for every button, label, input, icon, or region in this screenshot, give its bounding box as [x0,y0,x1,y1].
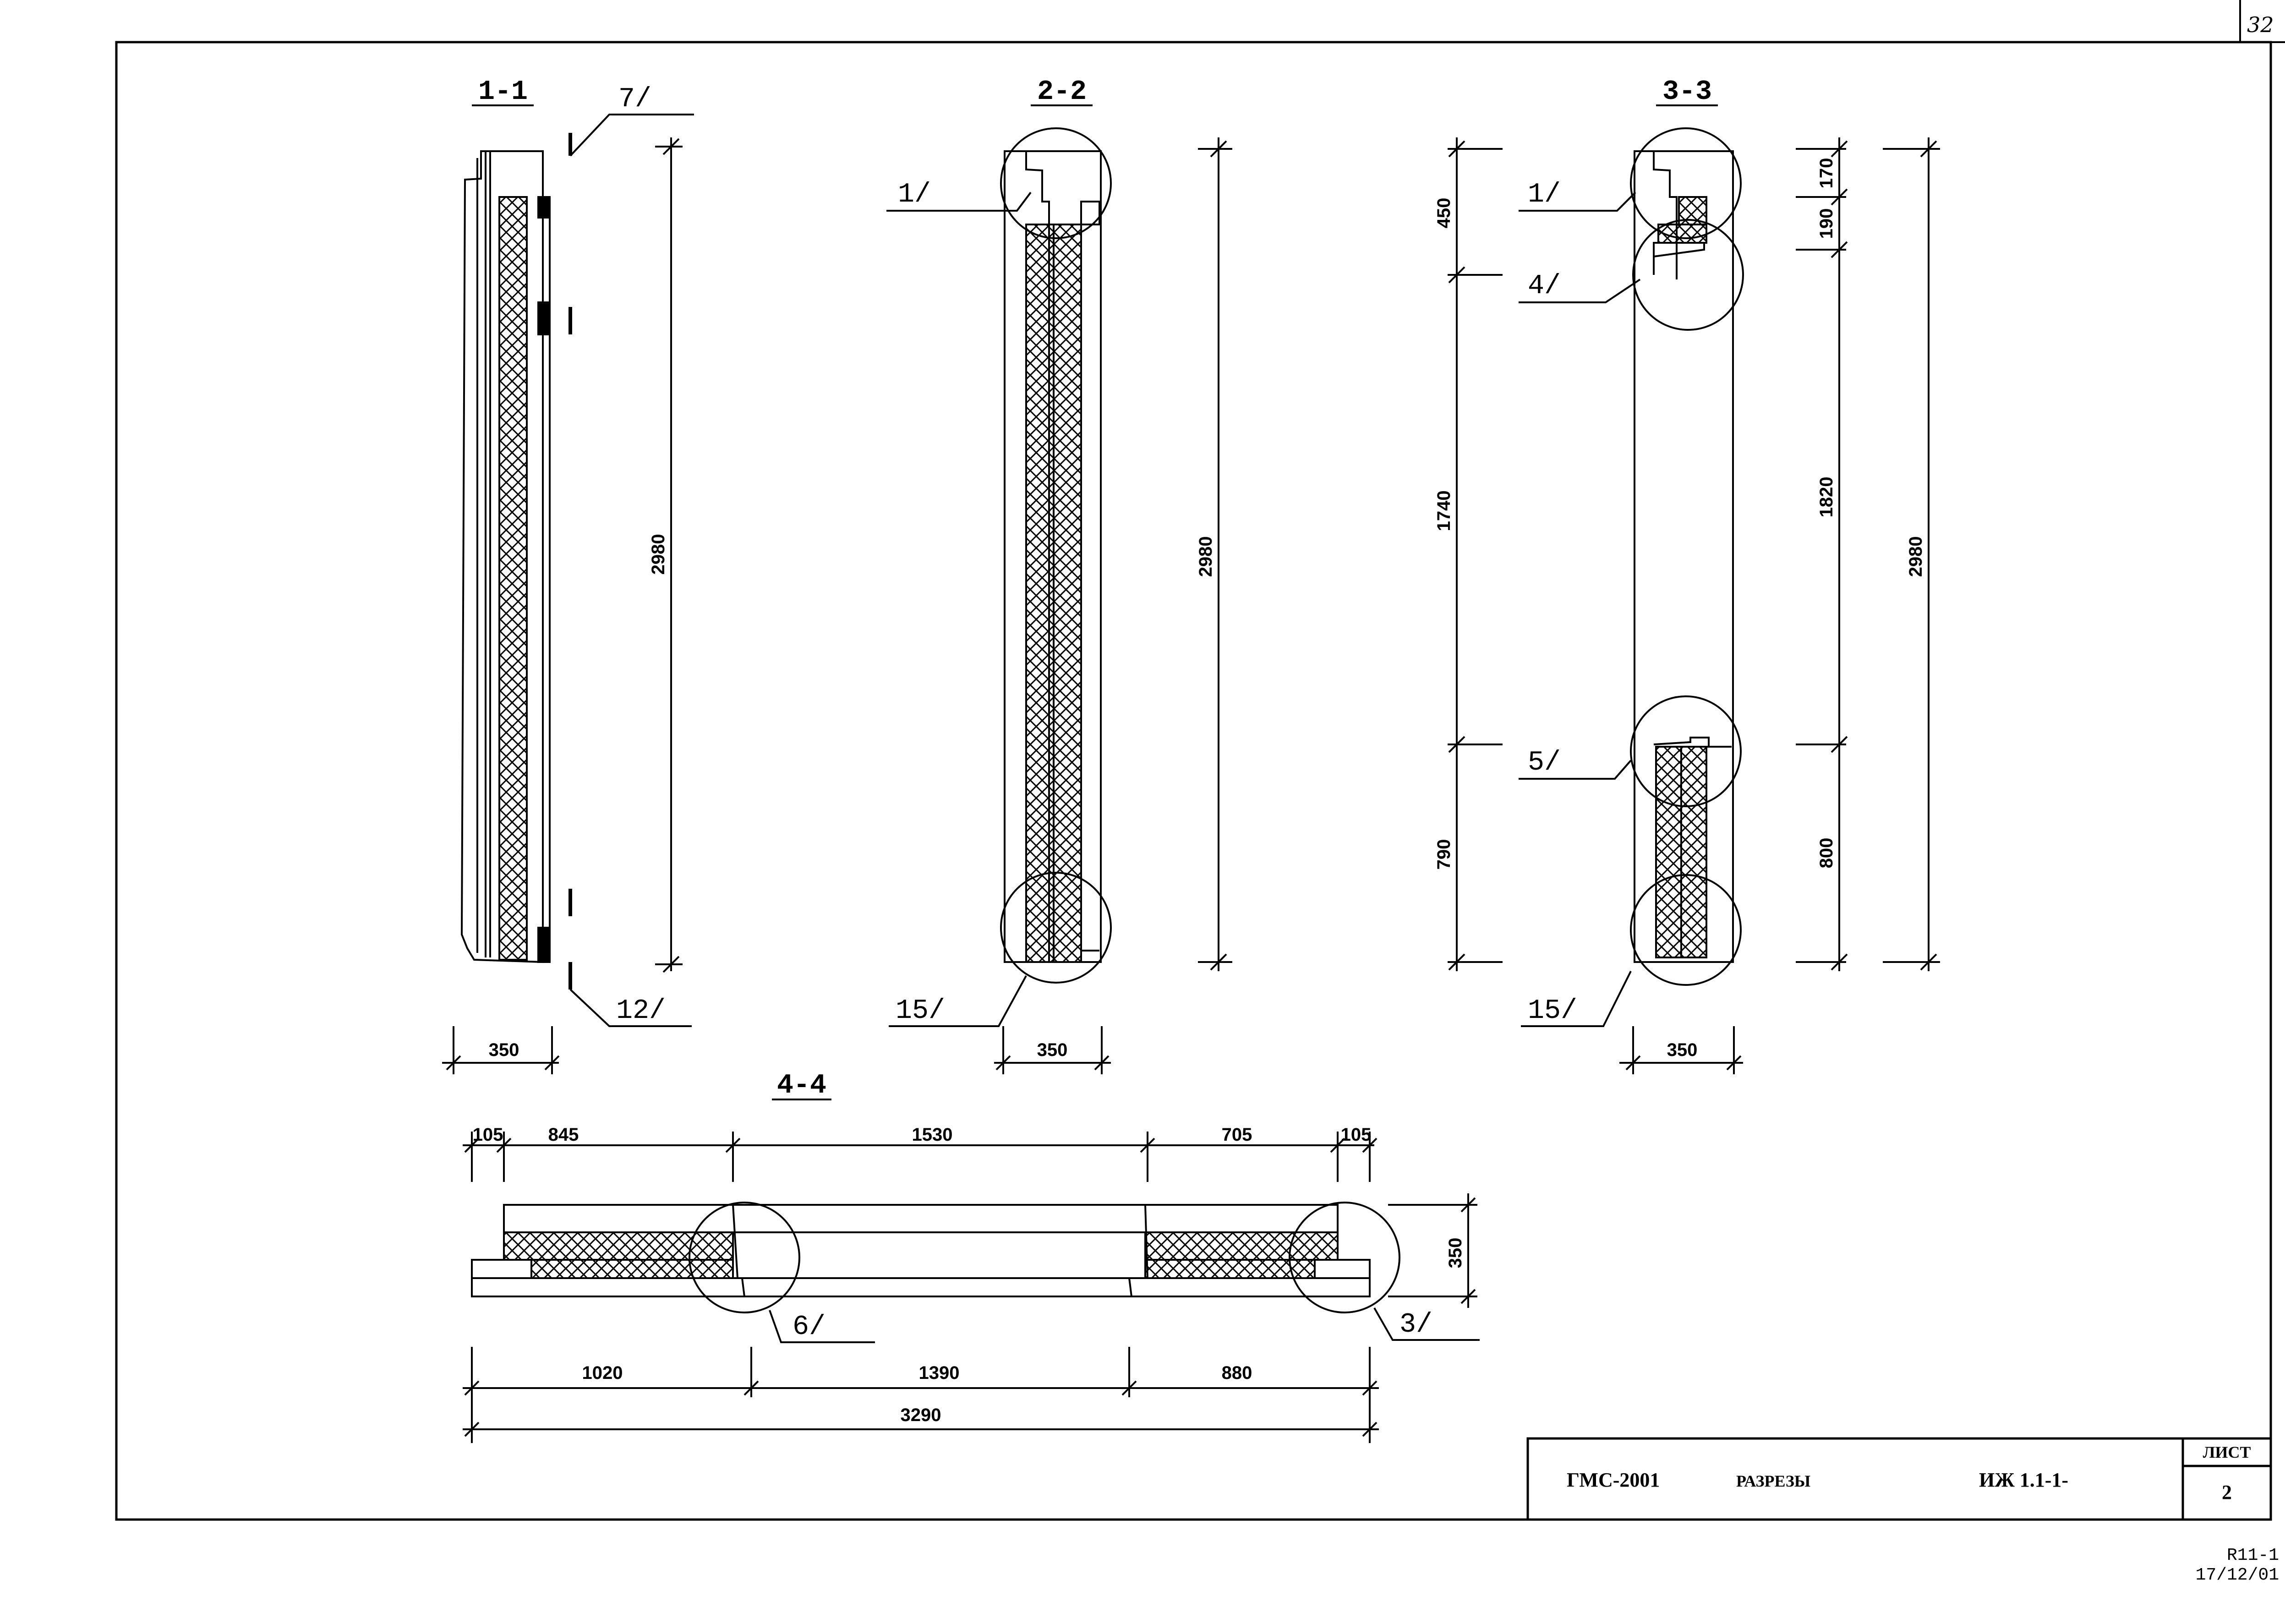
dim-4-4-705: 705 [1222,1125,1252,1145]
dim-1-1-width: 350 [489,1040,519,1060]
section-1-1 [442,104,694,1074]
title-block-sheet-label: ЛИСТ [2203,1443,2251,1461]
dim-3-3-1820: 1820 [1816,477,1837,518]
section-4-4 [463,1099,1480,1443]
dim-3-3-800: 800 [1816,838,1837,869]
dim-4-4-1530: 1530 [912,1125,953,1145]
callout-6: 6/ [793,1312,825,1343]
dim-1-1-height: 2980 [648,534,668,575]
callout-1: 1/ [898,179,931,210]
dim-3-3-790: 790 [1434,839,1454,870]
callout-15: 15/ [896,995,945,1027]
dim-2-2-width: 350 [1037,1040,1068,1060]
dim-4-4-105b: 105 [1341,1125,1372,1145]
section-title-2-2: 2-2 [1037,77,1087,108]
stamp-line-1: R11-1 [2227,1546,2279,1565]
callout-5: 5/ [1528,747,1561,778]
dim-3-3-450: 450 [1434,198,1454,229]
section-3-3 [1448,104,1940,1074]
callout-7: 7/ [618,84,651,115]
dim-3-3-170: 170 [1816,158,1837,189]
dim-4-4-1020: 1020 [582,1363,623,1383]
dim-2-2-height: 2980 [1196,536,1216,577]
dim-3-3-1740: 1740 [1434,491,1454,531]
page-number: 32 [2247,12,2274,37]
title-block-code: ГМС-2001 [1567,1469,1660,1491]
section-2-2 [886,104,1232,1074]
section-title-1-1: 1-1 [478,77,528,108]
dim-4-4-105a: 105 [473,1125,503,1145]
dim-4-4-height: 350 [1445,1238,1465,1269]
title-block-sheet-number: 2 [2222,1481,2232,1504]
sheet-frame [115,41,2272,1521]
stamp-line-2: 17/12/01 [2196,1565,2279,1585]
title-block-doc: ИЖ 1.1-1- [1979,1469,2068,1491]
callout-15-s33: 15/ [1528,995,1577,1027]
dim-3-3-190: 190 [1816,208,1837,239]
dim-3-3-total: 2980 [1906,536,1926,577]
dim-4-4-total: 3290 [901,1405,941,1425]
section-title-3-3: 3-3 [1662,77,1712,108]
section-title-4-4: 4-4 [777,1070,826,1101]
title-block-name: РАЗРЕЗЫ [1736,1472,1810,1490]
callout-3: 3/ [1399,1309,1432,1340]
dim-4-4-845: 845 [548,1125,579,1145]
dim-4-4-1390: 1390 [919,1363,960,1383]
title-block [1526,1437,2272,1521]
callout-1-s33: 1/ [1528,179,1561,210]
callout-4: 4/ [1528,271,1561,302]
dim-4-4-880: 880 [1222,1363,1252,1383]
callout-12: 12/ [616,995,666,1027]
dim-3-3-width: 350 [1667,1040,1698,1060]
